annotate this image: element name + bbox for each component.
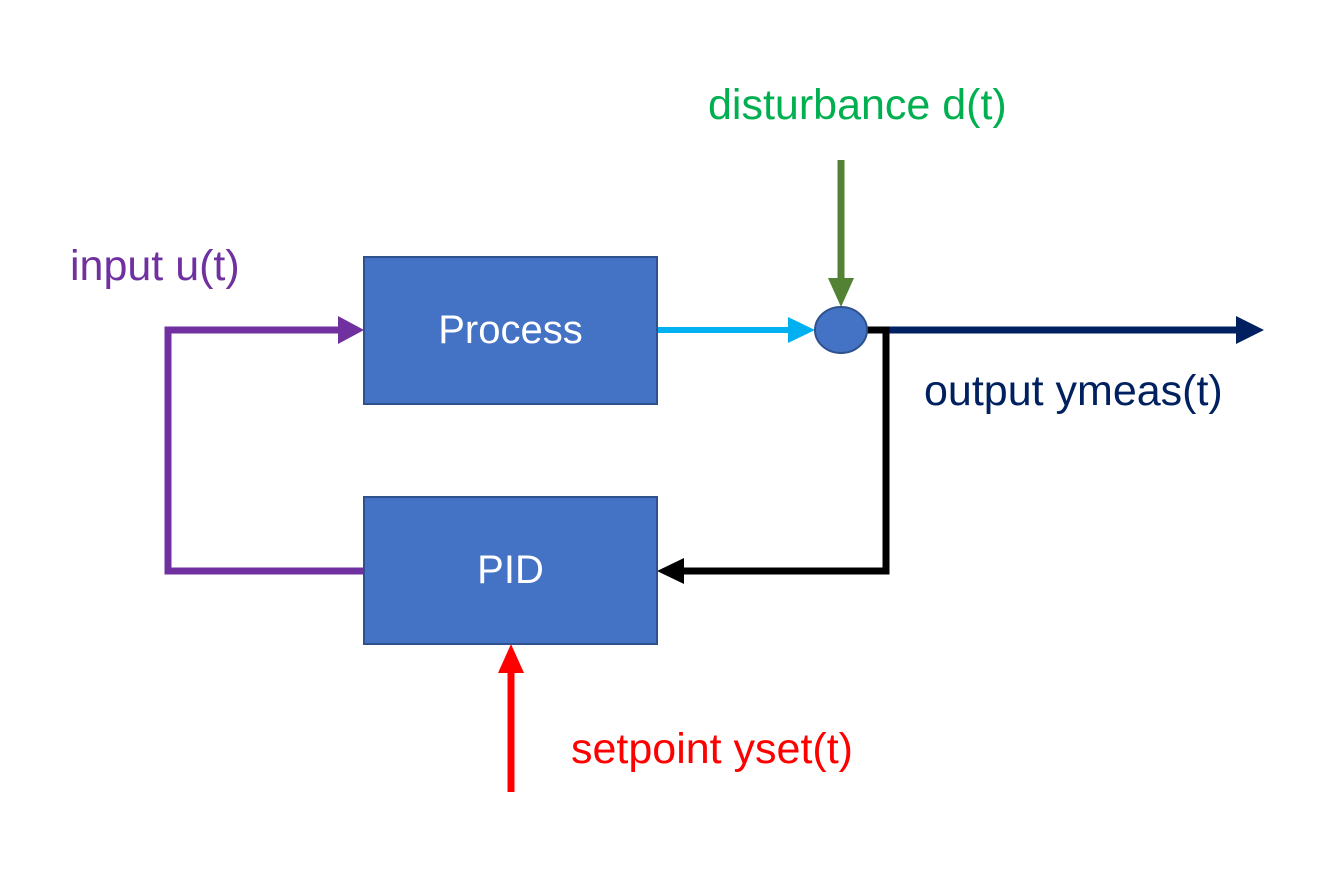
input-arrowhead (338, 316, 364, 344)
process-block: Process (363, 256, 658, 405)
feedback-line (680, 326, 890, 575)
pid-block: PID (363, 496, 658, 645)
input-label: input u(t) (70, 242, 240, 290)
pid-block-label: PID (477, 548, 544, 592)
setpoint-label: setpoint yset(t) (571, 725, 853, 773)
disturbance-arrowhead (828, 278, 854, 307)
input-signal-line (164, 326, 365, 575)
output-arrowhead (1236, 316, 1264, 344)
setpoint-arrowhead (498, 644, 524, 673)
summing-junction (814, 306, 868, 354)
process-block-label: Process (438, 308, 583, 352)
disturbance-label: disturbance d(t) (708, 81, 1007, 129)
feedback-arrowhead (657, 558, 684, 584)
output-label: output ymeas(t) (924, 367, 1223, 415)
process-output-arrowhead (788, 317, 815, 343)
